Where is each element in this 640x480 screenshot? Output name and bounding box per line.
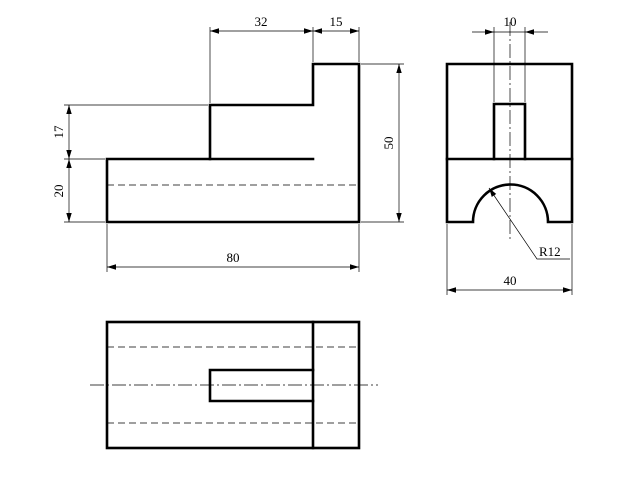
side-view-dimensions: 10 R12 40	[446, 14, 573, 295]
dim-text-32: 32	[255, 14, 268, 29]
top-view-slot	[208, 368, 315, 403]
dim-text-15: 15	[330, 14, 343, 29]
side-view-outline	[445, 62, 574, 224]
dim-text-50: 50	[381, 137, 396, 150]
leader-r12	[488, 187, 570, 260]
dim-text-20: 20	[51, 185, 66, 198]
dim-text-80: 80	[227, 250, 240, 265]
dim-text-10: 10	[504, 14, 517, 29]
dim-text-40: 40	[504, 273, 517, 288]
front-view-outline	[105, 62, 361, 224]
side-view	[445, 22, 574, 240]
dim-text-r12: R12	[539, 244, 561, 259]
top-view	[90, 320, 378, 450]
dim-text-17: 17	[51, 125, 66, 139]
front-view	[105, 62, 361, 224]
side-view-slot	[492, 102, 527, 161]
front-view-dimensions: 32 15 17 20 50 80	[51, 14, 404, 272]
